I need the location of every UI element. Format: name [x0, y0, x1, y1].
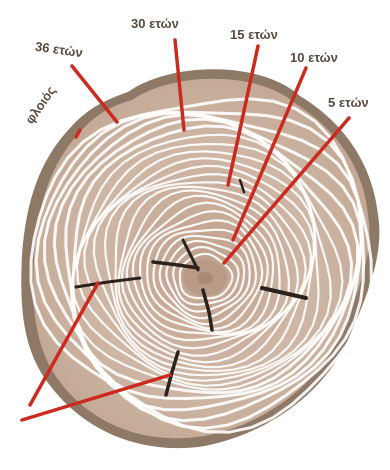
label-30-years: 30 ετών	[131, 16, 179, 31]
label-10-years: 10 ετών	[290, 50, 338, 65]
label-15-years: 15 ετών	[230, 27, 278, 42]
label-5-years: 5 ετών	[328, 95, 369, 110]
pith-center	[197, 272, 213, 284]
